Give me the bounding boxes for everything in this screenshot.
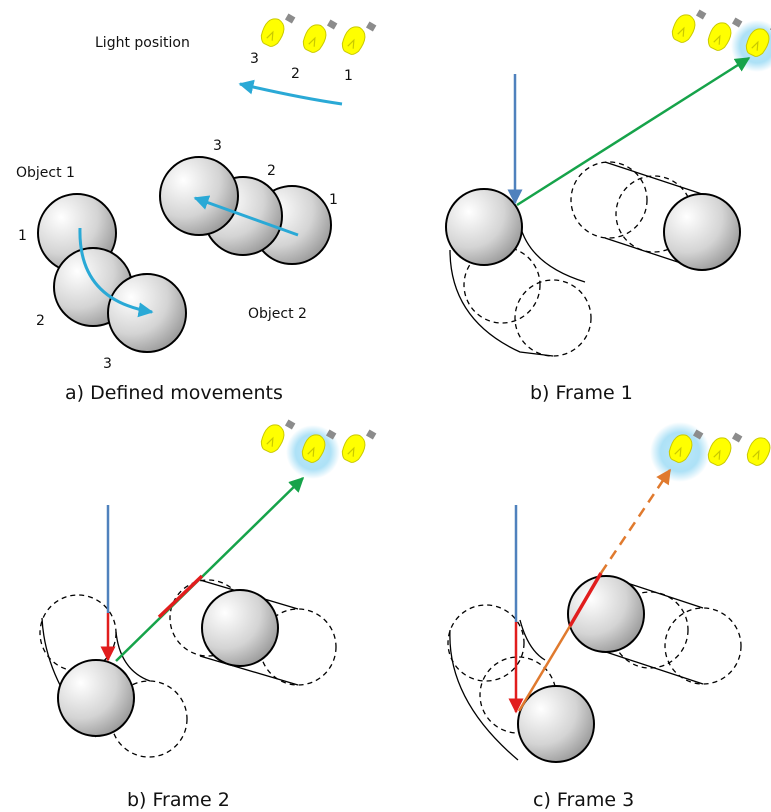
light-bulb-icon — [341, 21, 377, 55]
light-bulb-icon — [707, 17, 743, 51]
shadow-ray-dashed — [599, 468, 672, 574]
light-bulb-icon — [260, 419, 296, 453]
object-2-label: Object 2 — [248, 306, 307, 322]
object-1-sphere — [517, 685, 595, 763]
panel-b-caption: b) Frame 1 — [530, 382, 633, 404]
light-bulb-icon — [668, 429, 704, 463]
object-1-pos-label-1: 1 — [18, 228, 27, 244]
object-1-sphere — [445, 188, 523, 266]
object-1-pos-label-2: 2 — [36, 313, 45, 329]
object-2-pos-label-2: 2 — [267, 163, 276, 179]
panel-d-caption: c) Frame 3 — [533, 789, 634, 811]
panel-b-frame-1: b) Frame 1 — [445, 9, 771, 404]
object-2-motion-arrow — [193, 195, 299, 237]
light-pos-label-2: 2 — [291, 66, 300, 82]
panel-c-caption: b) Frame 2 — [127, 789, 230, 811]
shadow-ray-orange — [517, 625, 572, 712]
panel-a-caption: a) Defined movements — [65, 382, 283, 404]
light-bulb-icon — [707, 432, 743, 466]
light-motion-arrow — [238, 79, 343, 106]
light-bulb-icon — [260, 13, 296, 47]
object-2-sphere — [567, 575, 645, 653]
light-bulb-icon — [341, 429, 377, 463]
object-2-sphere — [663, 193, 741, 271]
shadow-ray-occluded-segment — [157, 574, 204, 619]
light-bulb-icon — [745, 23, 771, 57]
object-2-sphere-pos3 — [159, 156, 239, 236]
panel-a-defined-movements: Light position 3 2 1 Object 1 1 2 3 — [16, 13, 377, 404]
panel-c-frame-2: b) Frame 2 — [39, 419, 377, 811]
object-2-pos-label-3: 3 — [213, 138, 222, 154]
light-bulb-icon — [301, 429, 337, 463]
light-bulb-icon — [746, 432, 771, 466]
light-position-label: Light position — [95, 35, 190, 51]
object-1-sphere — [57, 659, 135, 737]
object-1-label: Object 1 — [16, 165, 75, 181]
panel-d-frame-3: c) Frame 3 — [447, 422, 771, 811]
object-1-pos-label-3: 3 — [103, 356, 112, 372]
light-bulb-icon — [302, 19, 338, 53]
object-1-motion-arrow — [78, 227, 154, 318]
object-2-pos-label-1: 1 — [329, 192, 338, 208]
object-1-sphere-pos3 — [107, 273, 187, 353]
light-bulb-icon — [671, 9, 707, 43]
shadow-ray — [115, 476, 305, 662]
light-pos-label-1: 1 — [344, 68, 353, 84]
light-pos-label-3: 3 — [250, 51, 259, 67]
shadow-ray-occluded-segment — [568, 572, 603, 627]
object-2-sphere — [201, 589, 279, 667]
shadow-ray — [516, 56, 751, 207]
